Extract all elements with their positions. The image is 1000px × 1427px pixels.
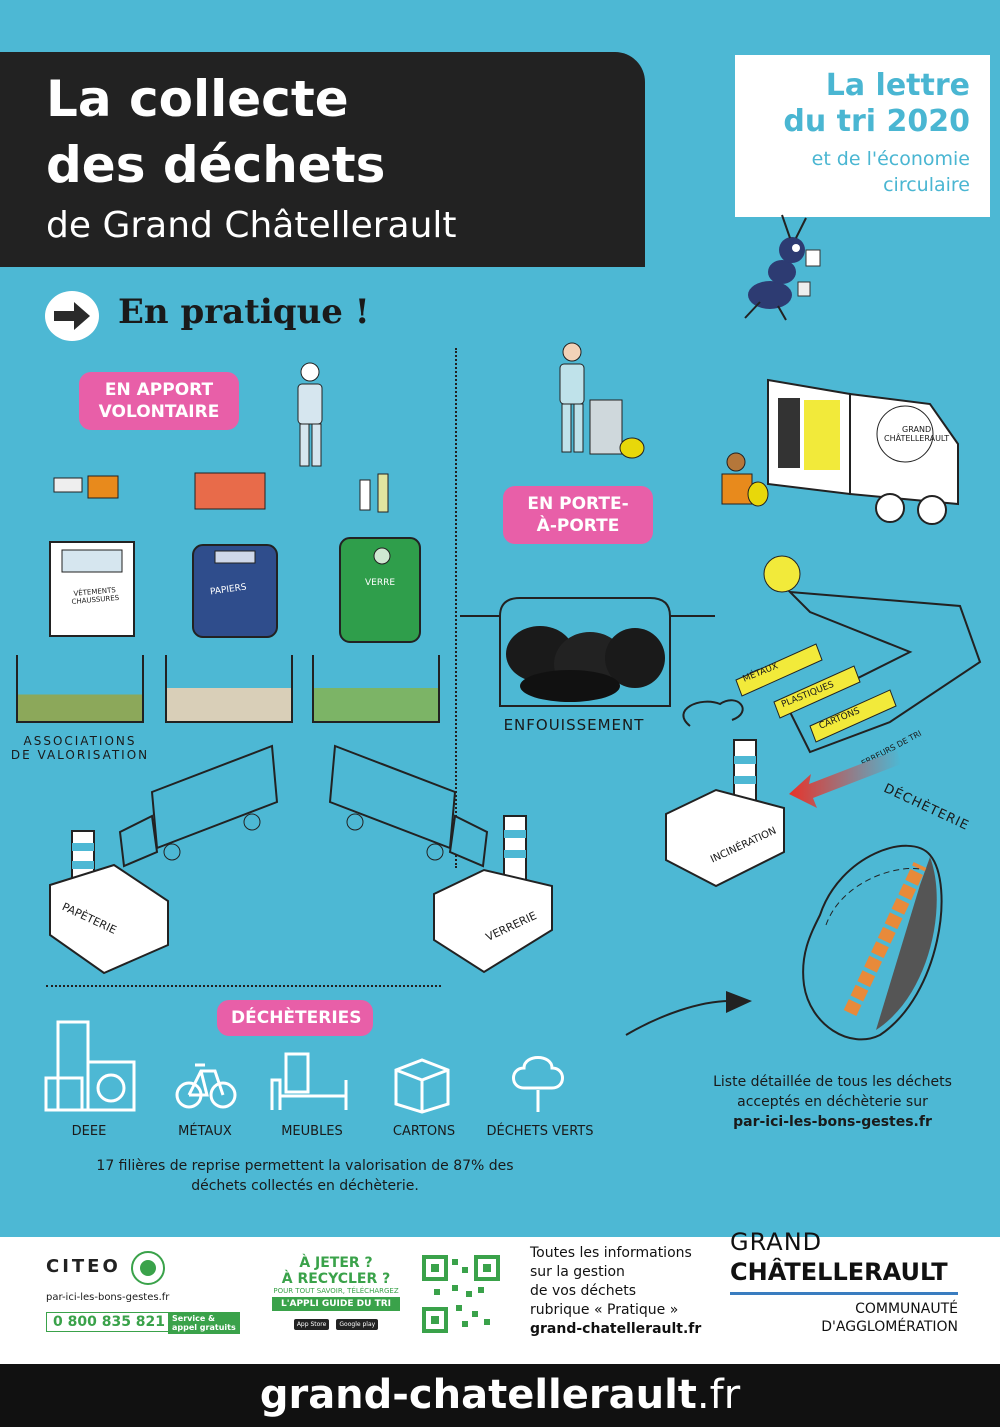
container-textile — [16, 655, 144, 723]
lettre-line2: du tri 2020 — [783, 104, 970, 139]
assoc-line1: ASSOCIATIONS — [23, 734, 137, 748]
footer — [0, 1237, 1000, 1364]
phone-tag: Service & appel gratuits — [168, 1312, 240, 1334]
info-text: Toutes les informations sur la gestion d… — [530, 1244, 720, 1339]
pill-porte-a-porte: EN PORTE- À-PORTE — [503, 486, 653, 544]
bottom-url-bar[interactable]: grand-chatellerault.fr — [0, 1364, 1000, 1427]
info-line2: sur la gestion — [530, 1264, 625, 1280]
app-line3: POUR TOUT SAVOIR, TÉLÉCHARGEZ — [273, 1287, 399, 1295]
info-line3: de vos déchets — [530, 1283, 637, 1299]
arrow-to-decheterie-icon — [625, 991, 752, 1036]
decheterie-note-line2: déchets collectés en déchèterie. — [191, 1178, 419, 1194]
lettre-subtitle: et de l'économie circulaire — [740, 146, 970, 198]
incineration-factory-illustration — [665, 699, 785, 888]
person-illustration — [297, 362, 323, 467]
app-line1: À JETER ? — [299, 1255, 373, 1271]
decheterie-map-illustration — [802, 844, 943, 1041]
pill-decheteries: DÉCHÈTERIES — [217, 1000, 373, 1036]
verrerie-factory-illustration — [433, 815, 553, 974]
container-glass — [312, 655, 440, 723]
decheterie-list-line2: acceptés en déchèterie sur — [737, 1094, 928, 1110]
decheterie-note-line1: 17 filières de reprise permettent la val… — [96, 1158, 514, 1174]
truck-brand-line1: GRAND — [902, 425, 932, 434]
decheterie-list-link[interactable]: par-ici-les-bons-gestes.fr — [733, 1114, 932, 1130]
decheterie-item-cartons: CARTONS — [392, 1124, 456, 1139]
decheterie-item-meubles: MEUBLES — [281, 1124, 343, 1139]
info-link[interactable]: grand-chatellerault.fr — [530, 1321, 702, 1337]
textile-bin-illustration — [49, 475, 135, 637]
bottom-url-ext: .fr — [696, 1372, 741, 1418]
qr-code-icon[interactable] — [422, 1255, 500, 1333]
info-line1: Toutes les informations — [530, 1245, 692, 1261]
garbage-truck-illustration — [721, 378, 959, 525]
pill-porte-line1: EN PORTE- — [527, 494, 629, 514]
section-title: En pratique ! — [118, 292, 370, 332]
bicycle-icon — [175, 1063, 237, 1109]
truck-illustration-left — [118, 744, 279, 868]
cardboard-box-icon — [394, 1058, 450, 1114]
landfill-label: ENFOUISSEMENT — [503, 716, 645, 734]
lettre-line1: La lettre — [825, 68, 970, 103]
info-line4: rubrique « Pratique » — [530, 1302, 679, 1318]
pill-porte-line2: À-PORTE — [536, 516, 620, 536]
gc-logo-line3: COMMUNAUTÉ — [855, 1301, 958, 1317]
title-banner — [0, 52, 645, 267]
pill-apport-line2: VOLONTAIRE — [98, 402, 220, 422]
furniture-icon — [270, 1052, 348, 1110]
page-title-line1: La collecte — [46, 70, 349, 128]
page-title-line2: des déchets — [46, 136, 386, 194]
phone-number[interactable]: 0 800 835 821 — [46, 1312, 173, 1332]
decheterie-item-deee: DEEE — [71, 1124, 107, 1139]
container-paper — [165, 655, 293, 723]
lettre-title: La lettre du tri 2020 — [740, 68, 970, 140]
gc-logo-sub: COMMUNAUTÉ D'AGGLOMÉRATION — [730, 1300, 958, 1336]
assoc-line2: DE VALORISATION — [10, 748, 150, 762]
truck-brand: GRAND CHÂTELLERAULT — [884, 425, 949, 443]
decheterie-note: 17 filières de reprise permettent la val… — [60, 1156, 550, 1196]
google-play-badge[interactable]: Google play — [336, 1319, 379, 1330]
app-line4: L'APPLI GUIDE DU TRI — [272, 1297, 400, 1311]
app-promo: À JETER ? À RECYCLER ? POUR TOUT SAVOIR,… — [272, 1255, 400, 1330]
citeo-logo: CITEO — [46, 1256, 121, 1277]
citeo-site[interactable]: par-ici-les-bons-gestes.fr — [46, 1292, 170, 1303]
glass-bin-illustration — [339, 473, 421, 643]
pill-apport-volontaire: EN APPORT VOLONTAIRE — [79, 372, 239, 430]
gc-logo-rule — [730, 1292, 958, 1295]
tree-icon — [512, 1056, 564, 1112]
gc-logo-line2: CHÂTELLERAULT — [730, 1258, 948, 1286]
bottom-url-main: grand-chatellerault — [259, 1372, 697, 1418]
lettre-line4: circulaire — [883, 174, 970, 196]
deee-icon — [44, 1020, 136, 1112]
decheterie-list-line1: Liste détaillée de tous les déchets — [713, 1074, 952, 1090]
gc-logo-line1: GRAND — [730, 1228, 823, 1256]
vertical-divider — [455, 348, 457, 868]
decheterie-list-note: Liste détaillée de tous les déchets acce… — [690, 1072, 975, 1132]
gc-logo-line4: D'AGGLOMÉRATION — [821, 1319, 958, 1335]
assoc-label: ASSOCIATIONS DE VALORISATION — [10, 734, 150, 762]
horizontal-divider — [46, 985, 441, 987]
decheterie-item-dechets-verts: DÉCHETS VERTS — [486, 1124, 594, 1139]
bin-verre-label: VERRE — [365, 578, 396, 588]
worker-with-bin-illustration — [559, 342, 645, 459]
pill-apport-line1: EN APPORT — [104, 380, 214, 400]
truck-brand-line2: CHÂTELLERAULT — [884, 434, 950, 443]
decheterie-item-metaux: MÉTAUX — [178, 1124, 232, 1139]
landfill-illustration — [460, 597, 715, 707]
red-arrow-icon — [789, 750, 901, 808]
app-store-badge[interactable]: App Store — [293, 1319, 330, 1330]
sorting-center-illustration — [735, 555, 982, 754]
paper-bin-illustration — [192, 472, 278, 638]
arrow-right-icon — [45, 291, 99, 341]
papeterie-factory-illustration — [49, 830, 169, 975]
app-line2: À RECYCLER ? — [281, 1271, 391, 1287]
lettre-box — [735, 55, 990, 217]
citeo-seal-icon — [131, 1251, 165, 1285]
ant-mascot-illustration — [744, 214, 821, 321]
page-subtitle: de Grand Châtellerault — [46, 205, 457, 246]
lettre-line3: et de l'économie — [811, 148, 970, 170]
truck-illustration-right — [328, 744, 489, 868]
